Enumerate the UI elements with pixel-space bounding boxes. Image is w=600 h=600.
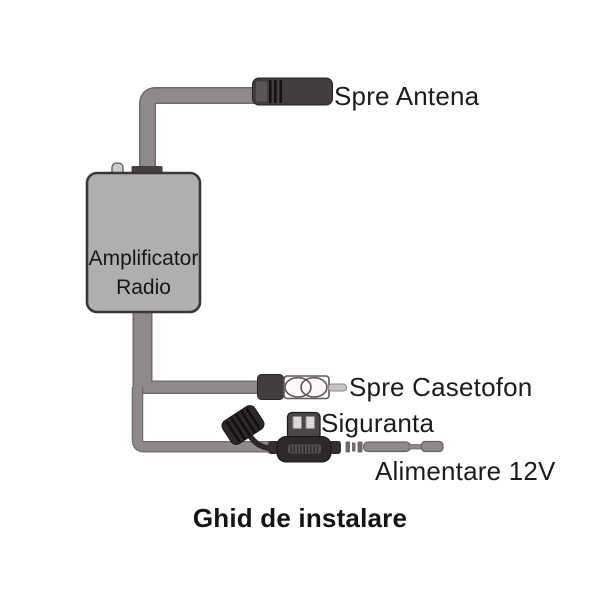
cassette-connector	[257, 374, 347, 400]
crimp-ring	[357, 441, 363, 453]
fuse-prong	[292, 416, 302, 429]
fuse-prong	[305, 416, 315, 429]
antenna-connector	[252, 77, 333, 106]
amplifier-label-line2: Radio	[116, 276, 171, 299]
amplifier-label-line1: Amplificator	[88, 247, 199, 270]
terminal-connector	[420, 440, 444, 453]
crimp-ring	[352, 442, 356, 452]
amplifier-box	[85, 162, 202, 314]
crimp-ring	[345, 441, 350, 453]
label-spre-casetofon: Spre Casetofon	[349, 372, 533, 402]
power-lead	[345, 440, 444, 453]
label-spre-antena: Spre Antena	[334, 81, 480, 111]
amplifier-label: Amplificator Radio	[87, 244, 200, 302]
blade-fuse	[286, 411, 321, 441]
page-title: Ghid de instalare	[192, 503, 408, 533]
antenna-cable	[139, 87, 255, 176]
power-cable	[131, 387, 340, 453]
fuse-holder	[221, 405, 341, 463]
spring-coils	[284, 376, 328, 398]
label-alimentare-12v: Alimentare 12V	[375, 456, 556, 486]
rubber-cap	[221, 405, 265, 445]
plug-pin	[328, 383, 347, 392]
wire-segment	[362, 441, 412, 453]
label-siguranta: Siguranta	[321, 408, 435, 438]
cassette-cable	[132, 311, 259, 395]
